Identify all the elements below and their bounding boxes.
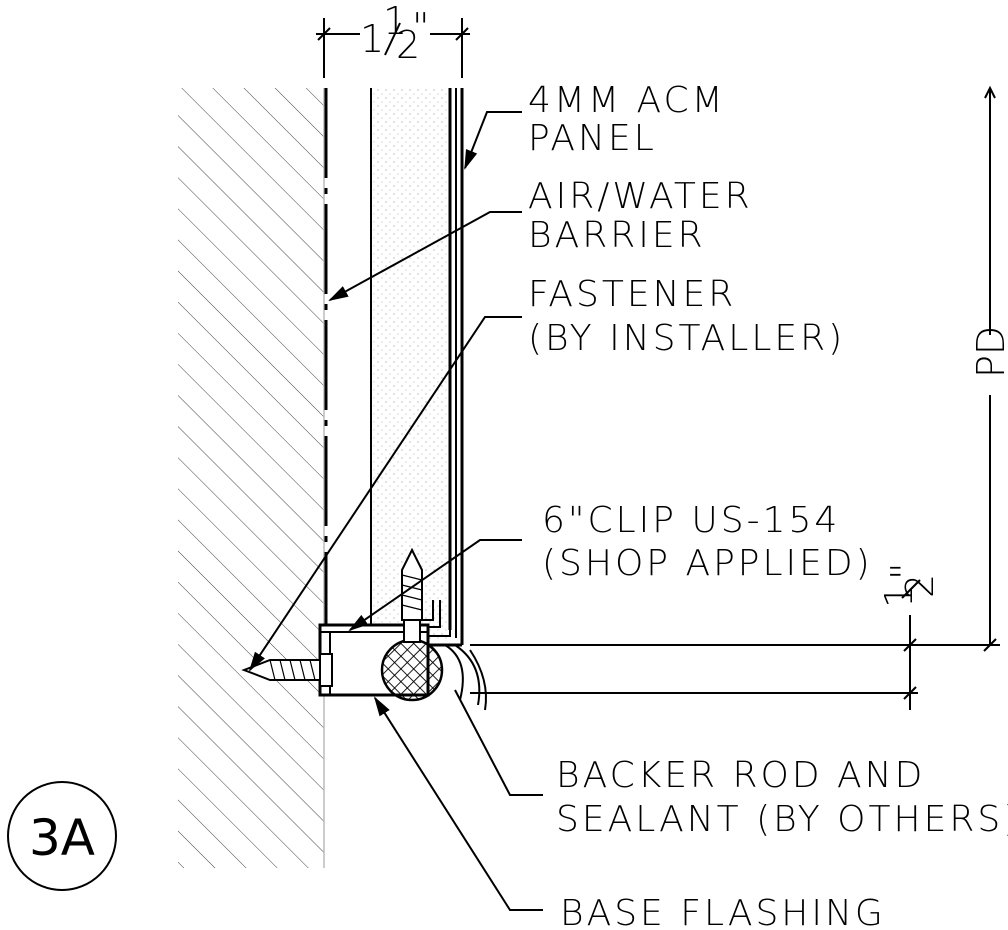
callout-clip: 6"CLIP US-154 (SHOP APPLIED) (542, 500, 873, 584)
callout-base-flashing: BASE FLASHING (560, 893, 886, 930)
clip-screw (401, 547, 423, 643)
height-dimension: PD (969, 85, 1008, 652)
callout-backer-line2: SEALANT (BY OTHERS) (556, 799, 1008, 840)
callout-acm-panel-line1: 4MM ACM (528, 80, 726, 121)
callout-air-water-barrier: AIR/WATER BARRIER (528, 176, 753, 256)
wall-substrate (178, 88, 325, 868)
callout-acm-panel-line2: PANEL (528, 118, 657, 159)
detail-tag: 3A (7, 781, 117, 891)
callout-clip-line2: (SHOP APPLIED) (542, 543, 873, 584)
top-width-dimension: 1 1 2 " (316, 0, 470, 78)
reveal-num: 1 (877, 584, 921, 608)
callout-acm-panel: 4MM ACM PANEL (528, 80, 726, 159)
callout-backer-line1: BACKER ROD AND (556, 755, 925, 796)
sealant (444, 644, 487, 711)
detail-tag-label: 3A (29, 809, 95, 867)
top-width-whole: 1 (360, 17, 384, 61)
top-width-mark: " (412, 5, 429, 49)
top-width-den: 2 (396, 23, 420, 67)
reveal-den: 2 (898, 574, 942, 598)
callout-fastener: FASTENER (BY INSTALLER) (528, 274, 845, 359)
top-width-num: 1 (383, 0, 407, 43)
callout-clip-line1: 6"CLIP US-154 (542, 500, 840, 541)
acm-panel (370, 88, 464, 647)
reveal-mark: " (883, 563, 927, 580)
callout-flashing-line1: BASE FLASHING (560, 893, 886, 930)
leaders (248, 111, 543, 911)
callout-barrier-line2: BARRIER (528, 215, 706, 256)
reveal-dimension: 1 2 " (470, 563, 1000, 710)
callout-fastener-line2: (BY INSTALLER) (528, 318, 845, 359)
callout-barrier-line1: AIR/WATER (528, 176, 753, 217)
callout-fastener-line1: FASTENER (528, 274, 736, 315)
backer-rod (380, 638, 444, 702)
height-label: PD (969, 326, 1008, 378)
callout-backer-rod: BACKER ROD AND SEALANT (BY OTHERS) (556, 755, 1008, 840)
